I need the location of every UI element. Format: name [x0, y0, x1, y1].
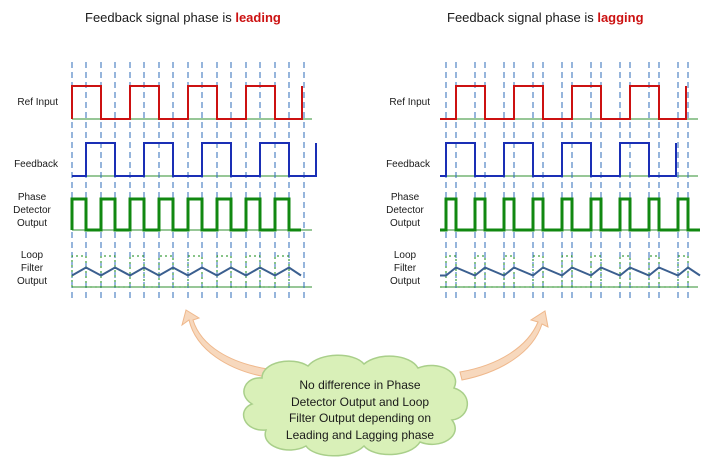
callout-line-1: No difference in Phase — [299, 378, 421, 392]
phase-detector-wave-leading — [70, 197, 301, 232]
label-loop-filter-lagging-1: Loop — [394, 250, 417, 261]
label-phase-detector-leading-2: Detector — [13, 205, 51, 216]
callout-line-2: Detector Output and Loop — [291, 395, 429, 409]
label-phase-detector-leading-1: Phase — [18, 192, 47, 203]
label-loop-filter-lagging-2: Filter — [394, 263, 417, 274]
title-leading: Feedback signal phase is leading — [85, 10, 281, 25]
label-phase-detector-leading-3: Output — [17, 218, 47, 229]
callout-arrow-left — [181, 309, 269, 378]
callout-line-3: Filter Output depending on — [289, 411, 431, 425]
label-phase-detector-lagging-3: Output — [390, 218, 420, 229]
callout-cloud — [242, 354, 468, 457]
label-phase-detector-lagging-1: Phase — [391, 192, 420, 203]
loop-filter-wave-lagging — [440, 266, 701, 277]
signal-traces — [70, 62, 701, 300]
loop-filter-dotted-lagging — [440, 255, 689, 288]
feedback-wave-leading — [72, 142, 317, 177]
label-feedback-lagging: Feedback — [386, 159, 431, 170]
label-loop-filter-lagging-3: Output — [390, 276, 420, 287]
label-ref-input-lagging: Ref Input — [389, 97, 430, 108]
ref-input-wave-lagging — [440, 85, 687, 120]
label-ref-input-leading: Ref Input — [17, 97, 58, 108]
feedback-wave-lagging — [440, 142, 677, 177]
label-feedback-leading: Feedback — [14, 159, 59, 170]
label-loop-filter-leading-3: Output — [17, 276, 47, 287]
label-loop-filter-leading-1: Loop — [21, 250, 44, 261]
callout-line-4: Leading and Lagging phase — [286, 428, 434, 442]
loop-filter-wave-leading — [71, 266, 302, 277]
label-phase-detector-lagging-2: Detector — [386, 205, 424, 216]
label-loop-filter-leading-2: Filter — [21, 263, 44, 274]
callout-arrow-right — [459, 310, 549, 381]
loop-filter-dotted-leading — [71, 255, 290, 288]
phase-detector-wave-lagging — [440, 197, 700, 232]
ref-input-wave-leading — [71, 85, 303, 120]
title-lagging: Feedback signal phase is lagging — [447, 10, 644, 25]
